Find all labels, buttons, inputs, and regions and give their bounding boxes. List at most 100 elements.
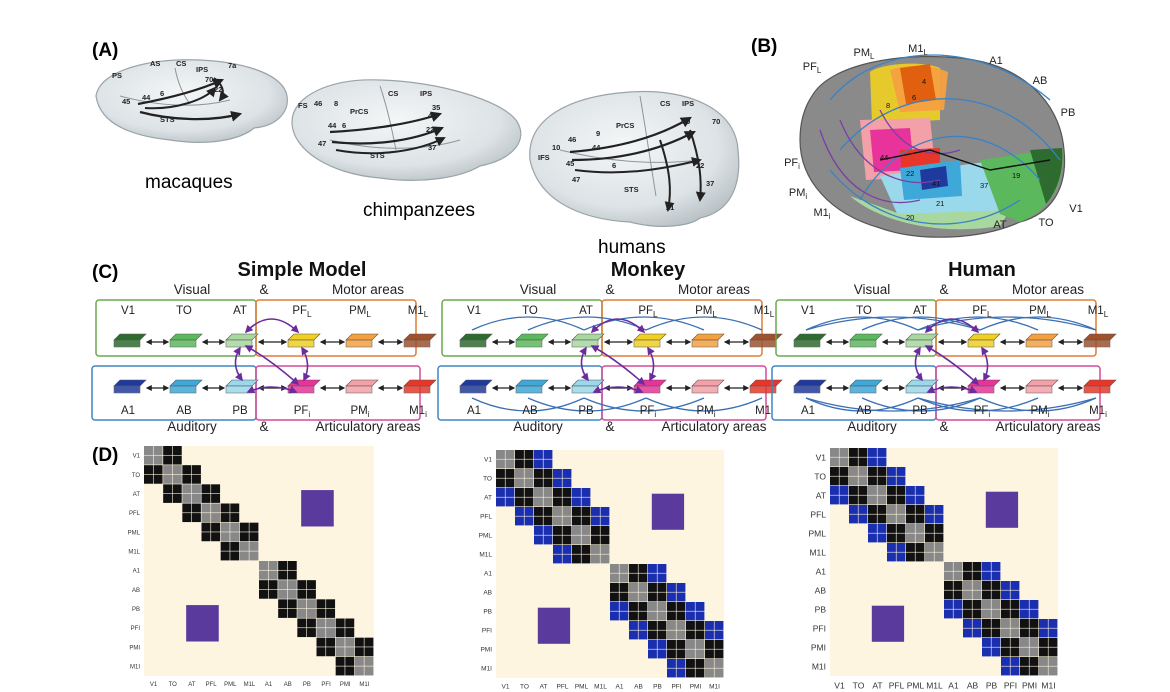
diag-cell [906, 524, 915, 533]
diag-cell [944, 562, 953, 571]
neighbor-cell [915, 505, 925, 514]
bottom-node-label: M1i [1089, 405, 1107, 419]
matrix-col-label: V1 [834, 681, 845, 691]
matrix-row-label: PFI [813, 623, 826, 633]
neighbor-cell [629, 611, 638, 621]
neighbor-cell [714, 640, 724, 649]
matrix-col-label: M1I [1041, 681, 1055, 691]
matrix-row-label: AB [132, 588, 140, 594]
panel-label-b: (B) [751, 36, 777, 57]
matrix-row-label: PFL [129, 511, 141, 517]
long-range-connection [527, 397, 647, 412]
top-node-3 [633, 333, 667, 341]
cross-block [871, 605, 905, 642]
neighbor-cell [705, 649, 714, 659]
macaque-area-label: CS [176, 59, 186, 68]
diag-cell [505, 450, 515, 459]
neighbor-cell [581, 554, 591, 564]
bottom-node-0 [793, 379, 827, 387]
band-cell [1010, 657, 1020, 666]
matrix-row-label: PMI [480, 647, 492, 654]
neighbor-cell [934, 524, 944, 533]
neighbor-cell [182, 513, 192, 523]
diag-cell [686, 649, 695, 659]
human-area-label: 47 [572, 175, 580, 184]
matrix-row-label: PMI [811, 642, 826, 652]
neighbor-cell [201, 532, 211, 542]
diag-cell [972, 581, 982, 590]
top-node-base [905, 339, 933, 348]
neighbor-cell [1048, 647, 1058, 657]
diag-cell [144, 446, 153, 455]
neighbor-cell [144, 465, 153, 475]
diag-cell [714, 659, 724, 668]
band-cell [1039, 619, 1048, 628]
neighbor-cell [201, 484, 211, 494]
diag-cell [335, 647, 345, 657]
diag-cell [572, 535, 581, 545]
top-node-base [1083, 339, 1111, 348]
region-number: 6 [912, 93, 916, 102]
band-cell [1020, 609, 1029, 619]
band-cell [1010, 590, 1020, 600]
matrix-col-label: M1L [244, 682, 256, 688]
band-cell [906, 495, 915, 505]
band-cell [991, 562, 1001, 571]
band-cell [619, 602, 629, 611]
top-node-label: V1 [121, 305, 135, 317]
matrix-row-label: M1I [130, 664, 140, 670]
brain-area-label: PB [1061, 107, 1076, 119]
human-area-label: 22 [696, 161, 704, 170]
band-cell [543, 526, 553, 535]
neighbor-cell [496, 469, 505, 478]
band-cell [676, 668, 686, 678]
region-number: 21 [936, 199, 944, 208]
neighbor-cell [581, 545, 591, 554]
neighbor-cell [963, 600, 972, 609]
band-cell [553, 545, 562, 554]
band-cell [648, 640, 657, 649]
band-cell [562, 478, 572, 488]
band-cell [1048, 628, 1058, 638]
neighbor-cell [906, 505, 915, 514]
band-cell [1001, 590, 1010, 600]
neighbor-cell [1029, 666, 1039, 676]
macaque-area-label: 22 [214, 85, 222, 94]
macaque-area-label: 44 [142, 93, 151, 102]
band-cell [991, 571, 1001, 581]
neighbor-cell [364, 637, 374, 647]
neighbor-cell [278, 561, 288, 570]
diag-cell [220, 532, 230, 542]
bottom-node-label: A1 [467, 405, 481, 417]
neighbor-cell [144, 474, 153, 484]
band-cell [868, 524, 877, 533]
top-heading-visual: Visual [174, 282, 211, 297]
diag-cell [163, 465, 173, 475]
macaque-area-label: IPS [196, 65, 208, 74]
band-cell [686, 611, 695, 621]
neighbor-cell [191, 474, 201, 484]
neighbor-cell [676, 649, 686, 659]
brain-area-label: PMi [789, 187, 808, 201]
top-node-1 [515, 333, 549, 341]
neighbor-cell [638, 573, 648, 583]
band-cell [686, 602, 695, 611]
neighbor-cell [686, 668, 695, 678]
top-node-label: AT [579, 305, 593, 317]
band-cell [887, 476, 896, 486]
diag-cell [1039, 666, 1048, 676]
matrix-col-label: M1I [359, 682, 369, 688]
band-cell [553, 478, 562, 488]
neighbor-cell [667, 611, 676, 621]
top-node-base [967, 339, 995, 348]
neighbor-cell [896, 495, 906, 505]
cross-modal-link [233, 346, 243, 382]
band-cell [562, 545, 572, 554]
neighbor-cell [915, 552, 925, 562]
band-cell [638, 621, 648, 630]
diag-cell [364, 656, 374, 666]
cross-block [301, 490, 334, 527]
band-cell [657, 564, 667, 573]
neighbor-cell [1020, 619, 1029, 628]
